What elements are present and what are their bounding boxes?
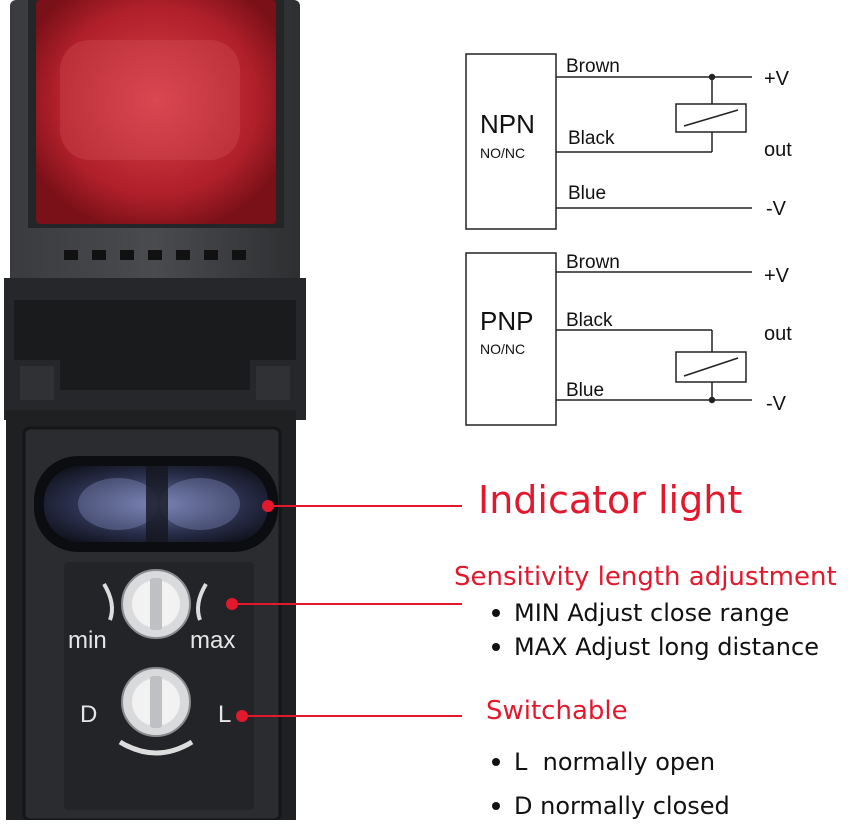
npn-terminal-minus-v: -V (766, 198, 787, 220)
npn-wire-label-black: Black (568, 128, 615, 149)
indicator-led (34, 456, 278, 552)
pnp-mode-label: NO/NC (480, 341, 525, 357)
npn-terminal-out: out (764, 139, 792, 161)
npn-type-label: NPN (480, 109, 535, 139)
knob-label-min: min (68, 627, 107, 654)
npn-terminal-plus-v: +V (764, 68, 790, 90)
sensitivity-knob (102, 569, 208, 639)
knob-label-max: max (190, 627, 235, 654)
list-item: D normally closed (488, 784, 730, 828)
npn-wire-label-brown: Brown (566, 56, 620, 77)
npn-box (465, 53, 557, 230)
red-lens (36, 0, 276, 224)
pnp-box (465, 252, 557, 426)
list-item: MAX Adjust long distance (488, 630, 819, 664)
sensitivity-list: MIN Adjust close range MAX Adjust long d… (488, 596, 819, 664)
callout-pointers (226, 500, 462, 722)
pnp-terminal-minus-v: -V (766, 393, 787, 415)
knob-label-d: D (80, 701, 97, 728)
list-item: MIN Adjust close range (488, 596, 819, 630)
switchable-list: L normally open D normally closed (488, 740, 730, 828)
pnp-terminal-out: out (764, 323, 792, 345)
npn-diagram (465, 53, 752, 230)
mode-knob (118, 667, 194, 756)
pnp-wire-label-black: Black (566, 310, 613, 331)
pnp-relay (675, 351, 747, 383)
pnp-diagram (465, 252, 752, 426)
npn-relay (675, 103, 747, 133)
indicator-light-title: Indicator light (478, 478, 743, 522)
sensitivity-title: Sensitivity length adjustment (454, 562, 837, 592)
pnp-wire-label-blue: Blue (566, 380, 604, 401)
switchable-title: Switchable (486, 696, 628, 726)
knob-label-l: L (218, 701, 231, 728)
sensor-mid-body (4, 278, 306, 420)
npn-mode-label: NO/NC (480, 145, 525, 161)
pnp-type-label: PNP (480, 306, 533, 336)
list-item: L normally open (488, 740, 730, 784)
pnp-wire-label-brown: Brown (566, 252, 620, 273)
pnp-terminal-plus-v: +V (764, 265, 790, 287)
npn-wire-label-blue: Blue (568, 183, 606, 204)
vent-slots (64, 250, 246, 260)
